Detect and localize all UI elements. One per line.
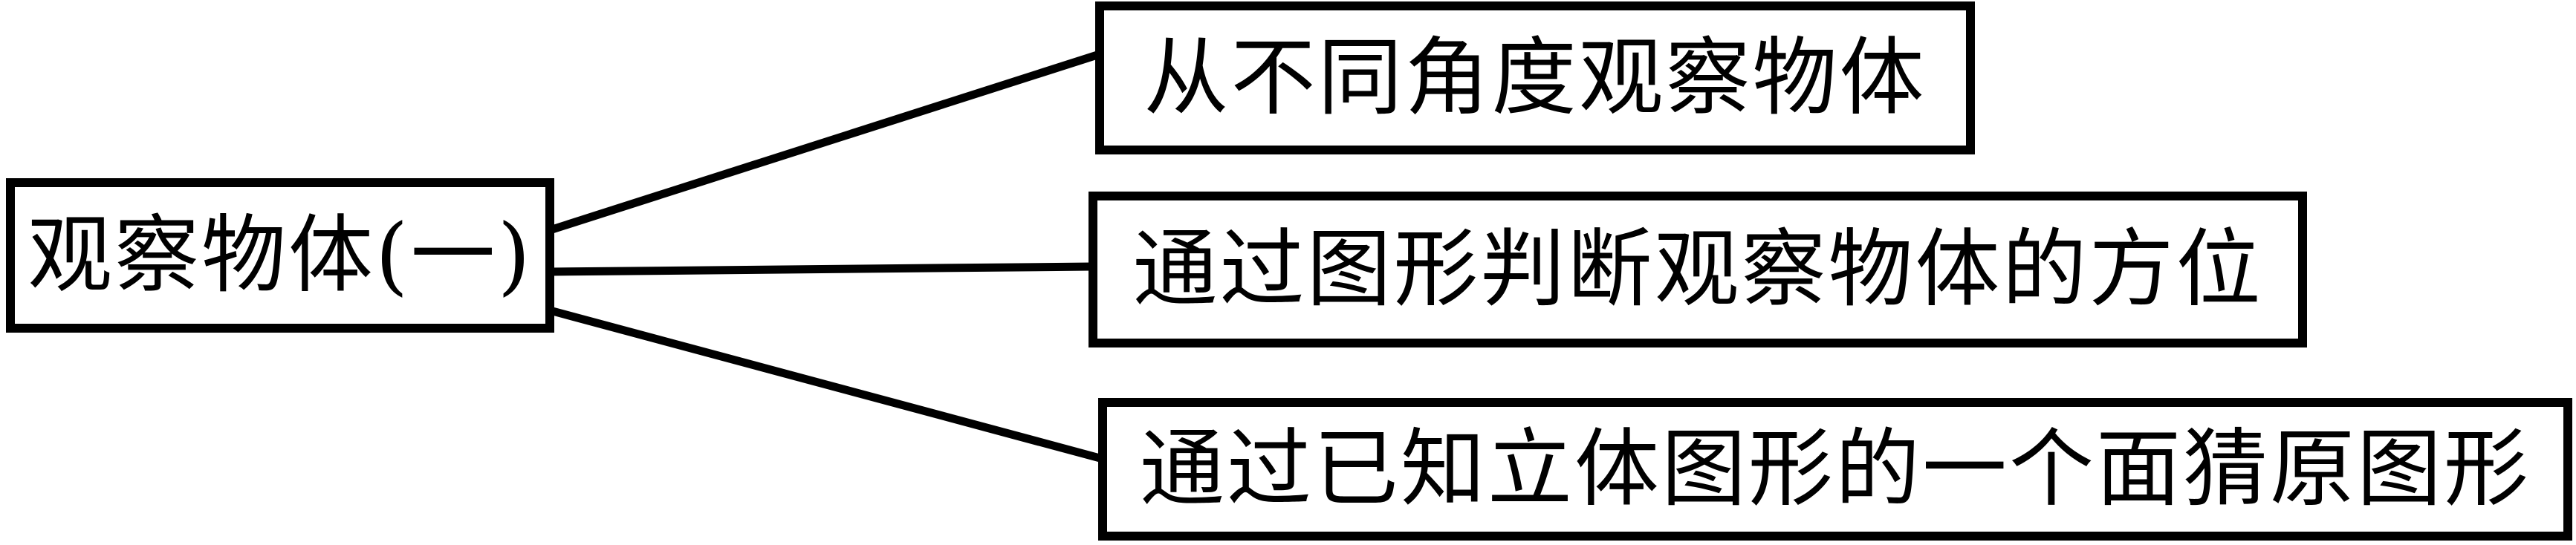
connector-line-bottom xyxy=(548,306,1104,463)
branch-node-2-label: 通过图形判断观察物体的方位 xyxy=(1132,220,2263,319)
branch-node-2: 通过图形判断观察物体的方位 xyxy=(1089,192,2307,347)
branch-node-1-label: 从不同角度观察物体 xyxy=(1143,28,1927,127)
connector-line-middle xyxy=(549,262,1094,276)
connector-line-top xyxy=(548,50,1101,235)
branch-node-1: 从不同角度观察物体 xyxy=(1095,1,1975,154)
root-node-label: 观察物体(一) xyxy=(27,206,533,304)
branch-node-3-label: 通过已知立体图形的一个面猜原图形 xyxy=(1139,420,2531,518)
root-node: 观察物体(一) xyxy=(6,178,554,333)
branch-node-3: 通过已知立体图形的一个面猜原图形 xyxy=(1098,398,2572,541)
